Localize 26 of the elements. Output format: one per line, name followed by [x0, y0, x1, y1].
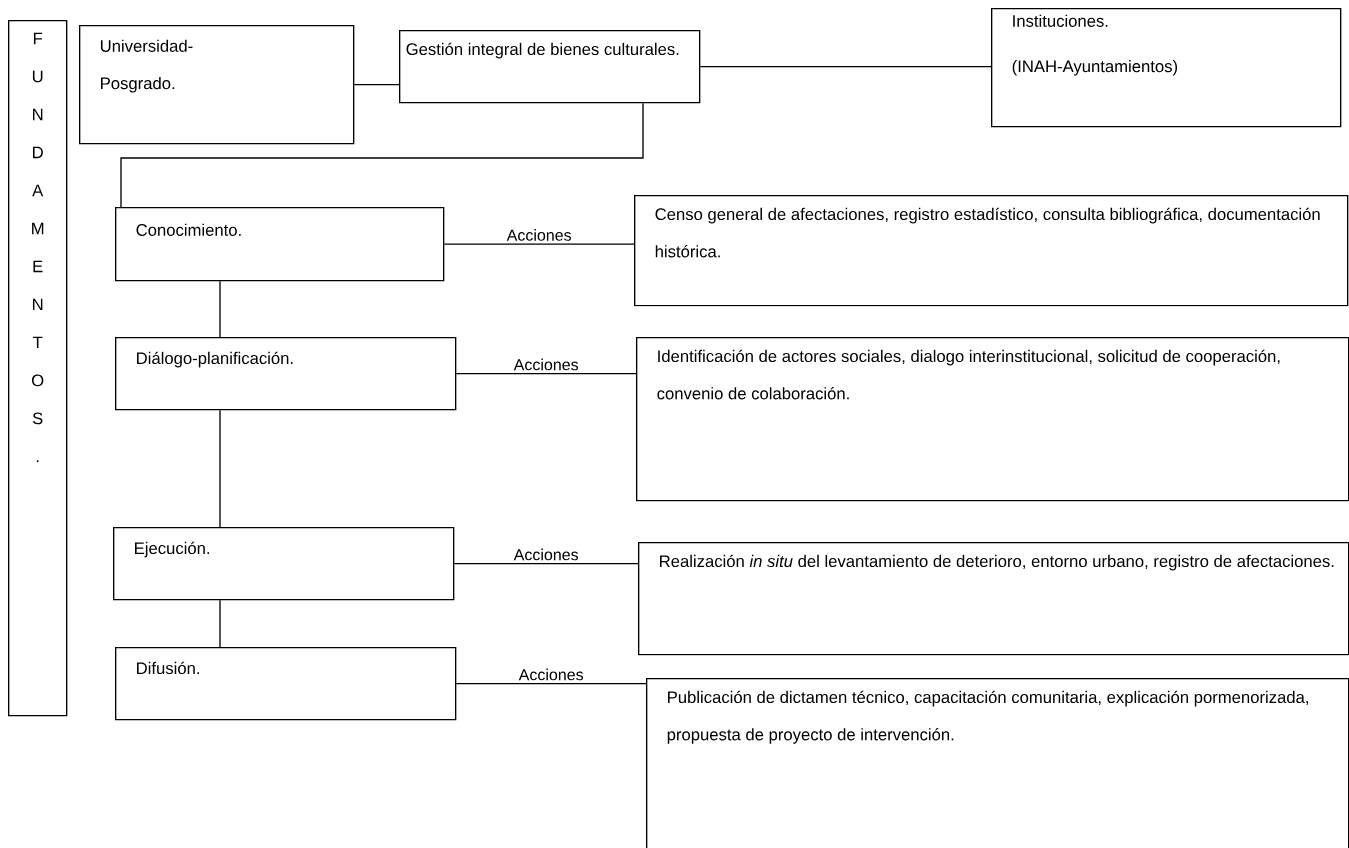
process-box: Gestión integral de bienes culturales.: [399, 30, 701, 104]
process-box: Publicación de dictamen técnico, capacitación comunitaria, explicación pormenorizada, propuesta de proyecto de intervención.: [646, 678, 1349, 848]
connector-line: [453, 563, 639, 565]
edge-label: Acciones: [506, 229, 572, 241]
connector-line: [120, 102, 644, 208]
connector-line: [455, 373, 637, 375]
vertical-label-box: F U N D A M E N T O S .: [8, 20, 68, 717]
process-box: Diálogo-planificación.: [115, 337, 457, 411]
connector-line: [353, 84, 400, 86]
connector-line: [699, 66, 992, 68]
connector-line: [455, 683, 647, 685]
process-box: Identificación de actores sociales, dialogo interinstitucional, solicitud de cooperación, convenio de colaboración.: [636, 337, 1349, 502]
process-box: Universidad- Posgrado.: [79, 25, 355, 145]
edge-label: Acciones: [518, 668, 584, 681]
edge-label: Acciones: [513, 358, 579, 371]
connector-line: [219, 409, 221, 528]
process-box: Instituciones. (INAH-Ayuntamientos): [991, 8, 1342, 128]
process-box: Ejecución.: [113, 527, 455, 601]
connector-line: [443, 243, 635, 245]
connector-line: [219, 599, 221, 648]
process-box: Conocimiento.: [115, 207, 445, 282]
connector-line: [219, 280, 221, 338]
edge-label: Acciones: [513, 548, 579, 561]
process-box: Realización in situ del levantamiento de deterioro, entorno urbano, registro de afectaciones.: [638, 542, 1349, 656]
process-box: Censo general de afectaciones, registro estadístico, consulta bibliográfica, documentación histórica.: [634, 195, 1349, 307]
process-box: Difusión.: [115, 647, 457, 721]
